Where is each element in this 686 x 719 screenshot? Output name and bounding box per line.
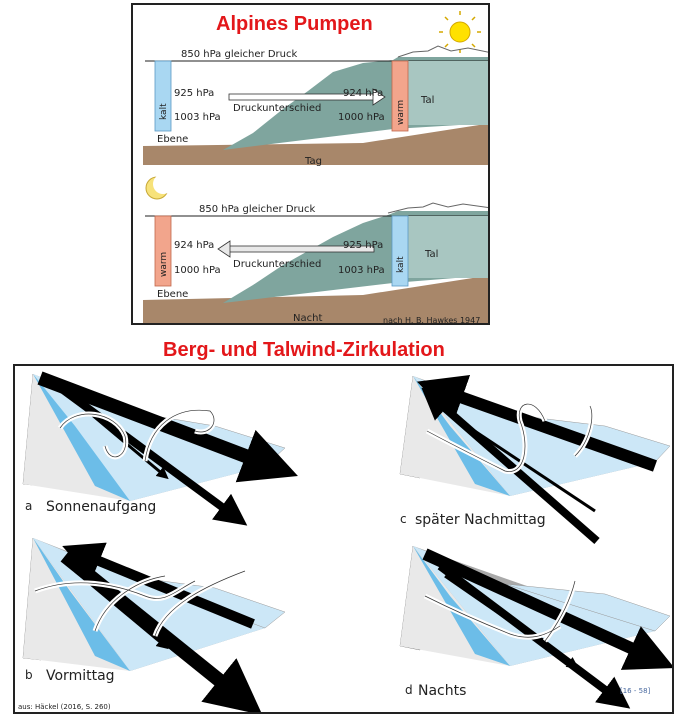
panel-b-letter: b: [25, 668, 33, 682]
valley-wind-figure: a Sonnenaufgang b Vormittag: [13, 364, 674, 714]
night-ground: [143, 275, 488, 323]
day-left-upper-pressure: 925 hPa: [174, 88, 214, 99]
day-left-column-label: kalt: [159, 103, 169, 120]
night-plain-label: Ebene: [157, 289, 188, 300]
source-label: aus: Häckel (2016, S. 260): [18, 703, 111, 711]
day-warm-column: [391, 60, 409, 132]
day-cold-column: [154, 60, 172, 132]
panel-b-slope-wind-outline: [34, 570, 246, 637]
night-caption: Nacht: [293, 313, 322, 324]
moon-icon: [145, 174, 173, 200]
night-valley-area: [408, 216, 488, 278]
credit-label: nach H. B. Hawkes 1947: [383, 316, 480, 325]
panel-d-wind-arrows: [422, 548, 672, 709]
night-right-upper-pressure: 925 hPa: [343, 240, 383, 251]
night-cold-column: [391, 215, 409, 287]
panel-b-label: Vormittag: [46, 668, 115, 684]
night-left-upper-pressure: 924 hPa: [174, 240, 214, 251]
alpine-pumping-title: Alpines Pumpen: [216, 13, 373, 35]
panel-d-slope-wind-outline: [424, 580, 576, 642]
alpine-pumping-figure: 850 hPa gleicher Druck kalt warm 925 hPa…: [131, 3, 490, 325]
valley-wind-diagram: a Sonnenaufgang b Vormittag: [18, 371, 672, 712]
panel-c-slope-wind-outline: [426, 403, 593, 472]
day-right-upper-pressure: 924 hPa: [343, 88, 383, 99]
night-left-lower-pressure: 1000 hPa: [174, 265, 221, 276]
day-right-lower-pressure: 1000 hPa: [338, 112, 385, 123]
panel-d-letter: d: [405, 683, 413, 697]
panel-b-valley: [22, 537, 286, 671]
panel-d-label: Nachts: [418, 683, 466, 699]
panel-a-slope-wind-outline: [59, 409, 215, 462]
night-summit-outline: [387, 202, 488, 214]
page-reference: [16 - 58]: [620, 687, 651, 695]
night-right-column-label: kalt: [396, 256, 406, 273]
panel-a-letter: a: [25, 499, 32, 513]
day-valley-area: [408, 61, 488, 125]
day-caption: Tag: [304, 156, 322, 167]
night-pressure-arrow: [217, 240, 375, 258]
day-difference-label: Druckunterschied: [233, 103, 321, 114]
day-plain-label: Ebene: [157, 134, 188, 145]
night-warm-column: [154, 215, 172, 287]
alpine-pumping-diagram: 850 hPa gleicher Druck kalt warm 925 hPa…: [143, 11, 488, 325]
day-ground: [143, 123, 488, 165]
night-left-column-label: warm: [159, 252, 169, 277]
sun-icon: [439, 11, 481, 53]
panel-c-letter: c: [400, 512, 407, 526]
panel-a-label: Sonnenaufgang: [46, 499, 156, 515]
night-valley-label: Tal: [424, 249, 438, 260]
circulation-title: Berg- und Talwind-Zirkulation: [163, 339, 445, 361]
panel-c-label: später Nachmittag: [415, 512, 546, 528]
day-pressure-line-label: 850 hPa gleicher Druck: [181, 49, 297, 60]
night-right-lower-pressure: 1003 hPa: [338, 265, 385, 276]
day-summit-outline: [397, 45, 488, 58]
night-difference-label: Druckunterschied: [233, 259, 321, 270]
day-left-lower-pressure: 1003 hPa: [174, 112, 221, 123]
day-right-column-label: warm: [396, 100, 406, 125]
day-pressure-arrow: [228, 88, 386, 106]
day-valley-label: Tal: [420, 95, 434, 106]
night-pressure-line-label: 850 hPa gleicher Druck: [199, 204, 315, 215]
